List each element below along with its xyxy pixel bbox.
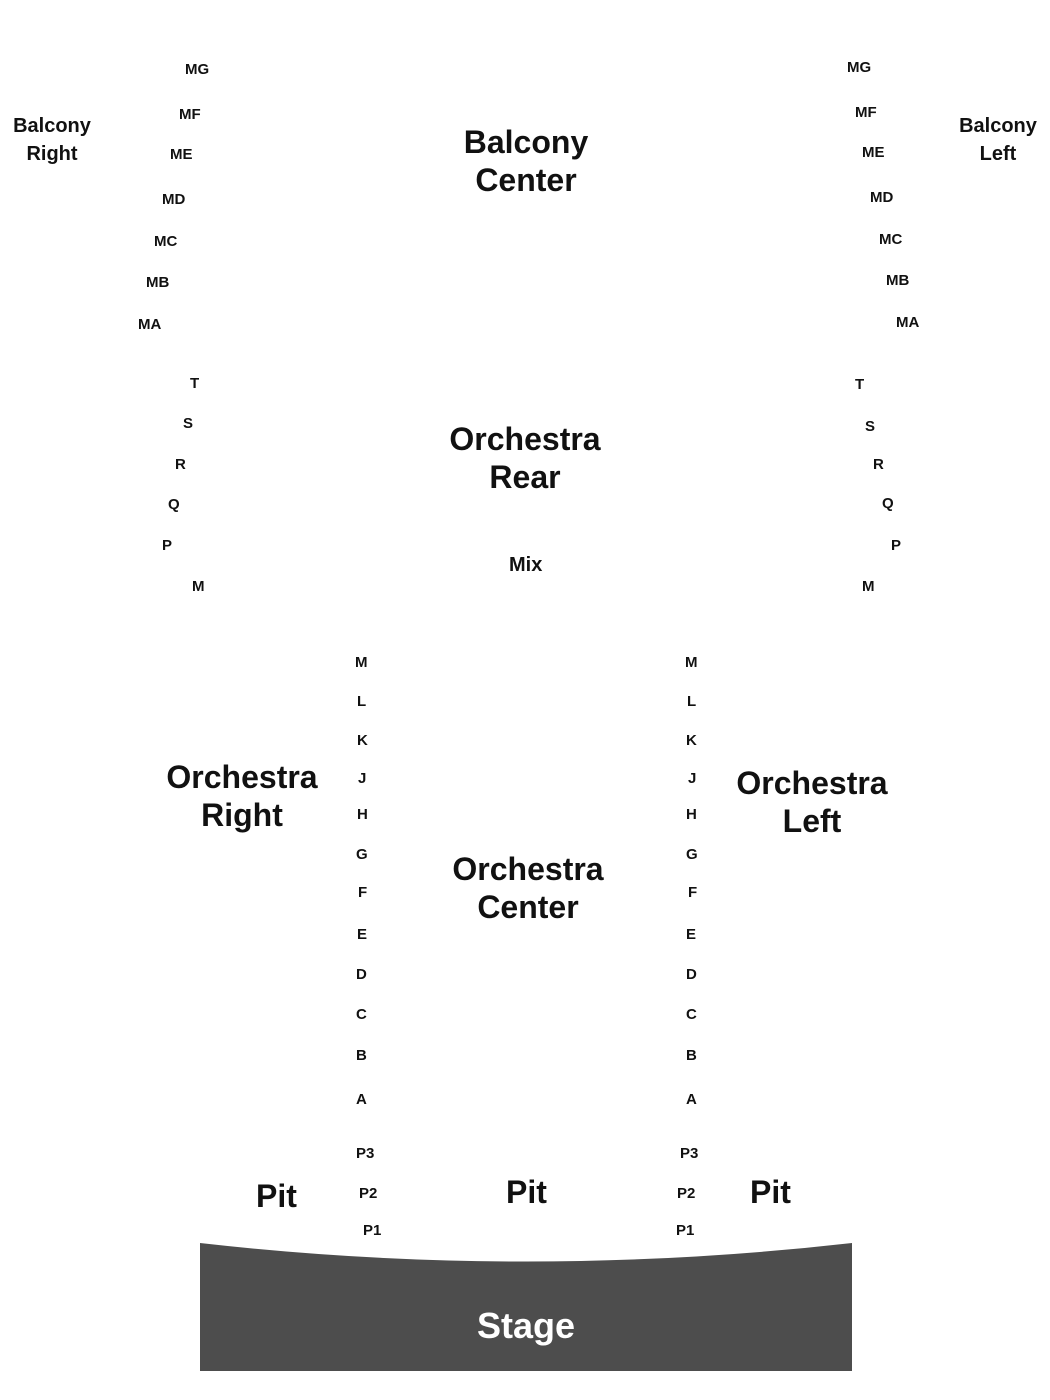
row-label: P3 xyxy=(680,1145,699,1162)
section-label-line: Right xyxy=(26,143,78,165)
section-label-line: Orchestra xyxy=(166,759,318,795)
row-label: Q xyxy=(168,496,180,513)
section-label-line: Left xyxy=(782,803,842,839)
section-orchestra-center[interactable]: Orchestra Center xyxy=(408,850,648,926)
row-label: C xyxy=(356,1006,367,1023)
row-label: P1 xyxy=(363,1222,382,1239)
row-label: MB xyxy=(886,272,910,289)
row-label: T xyxy=(190,375,200,392)
row-label: A xyxy=(356,1091,367,1108)
section-balcony-right[interactable]: Balcony Right xyxy=(2,112,102,168)
row-label: D xyxy=(356,966,367,983)
row-label: P2 xyxy=(677,1185,696,1202)
section-pit-right[interactable]: Pit xyxy=(256,1178,297,1214)
row-label: MD xyxy=(162,191,186,208)
row-label: MD xyxy=(870,189,894,206)
row-label: MG xyxy=(185,61,210,78)
row-label: P2 xyxy=(359,1185,378,1202)
row-label: MB xyxy=(146,274,170,291)
row-label: M xyxy=(355,654,368,671)
section-label-line: Orchestra xyxy=(449,421,601,457)
row-label: ME xyxy=(862,144,885,161)
section-pit-center[interactable]: Pit xyxy=(506,1174,547,1210)
row-label: E xyxy=(686,926,697,943)
row-label: ME xyxy=(170,146,193,163)
section-balcony-center[interactable]: Balcony Center xyxy=(426,123,626,199)
section-label-line: Orchestra xyxy=(452,851,604,887)
row-label: S xyxy=(183,415,194,432)
row-label: MA xyxy=(896,314,920,331)
row-label: MG xyxy=(847,59,872,76)
row-label: H xyxy=(686,806,697,823)
row-label: J xyxy=(688,770,697,787)
row-label: D xyxy=(686,966,697,983)
row-label: F xyxy=(358,884,368,901)
section-label-line: Center xyxy=(475,162,577,198)
row-label: K xyxy=(686,732,697,749)
section-orchestra-right[interactable]: Orchestra Right xyxy=(122,758,362,834)
row-label: M xyxy=(685,654,698,671)
row-label: R xyxy=(873,456,884,473)
row-label: T xyxy=(855,376,865,393)
row-label: F xyxy=(688,884,698,901)
section-orchestra-rear[interactable]: Orchestra Rear xyxy=(405,420,645,496)
section-pit-left[interactable]: Pit xyxy=(750,1174,791,1210)
row-label: H xyxy=(357,806,368,823)
row-label: L xyxy=(687,693,697,710)
section-label-line: Left xyxy=(979,143,1017,165)
row-label: MF xyxy=(179,106,201,123)
section-label-line: Balcony xyxy=(463,124,589,160)
row-label: P xyxy=(891,537,902,554)
row-label: R xyxy=(175,456,186,473)
row-label: B xyxy=(686,1047,697,1064)
row-label: P xyxy=(162,537,173,554)
row-label: C xyxy=(686,1006,697,1023)
row-label: G xyxy=(686,846,698,863)
row-label: MA xyxy=(138,316,162,333)
row-label: P1 xyxy=(676,1222,695,1239)
section-label-line: Rear xyxy=(489,459,561,495)
row-label: MF xyxy=(855,104,877,121)
row-label: P3 xyxy=(356,1145,375,1162)
row-label: G xyxy=(356,846,368,863)
section-label-line: Balcony xyxy=(959,115,1037,137)
row-label: E xyxy=(357,926,368,943)
row-label: K xyxy=(357,732,368,749)
row-label: J xyxy=(358,770,367,787)
stage-shape xyxy=(200,1243,852,1371)
row-label: MC xyxy=(879,231,903,248)
row-label: Q xyxy=(882,495,894,512)
row-label: M xyxy=(862,578,875,595)
row-label: B xyxy=(356,1047,367,1064)
row-label: MC xyxy=(154,233,178,250)
row-label: S xyxy=(865,418,876,435)
section-label-line: Orchestra xyxy=(736,765,888,801)
section-label-line: Center xyxy=(477,889,579,925)
section-balcony-left[interactable]: Balcony Left xyxy=(948,112,1048,168)
row-label: M xyxy=(192,578,205,595)
row-label: L xyxy=(357,693,367,710)
stage-label: Stage xyxy=(476,1305,576,1346)
section-label-line: Balcony xyxy=(13,115,91,137)
row-label: A xyxy=(686,1091,697,1108)
section-mix[interactable]: Mix xyxy=(509,554,543,576)
section-label-line: Right xyxy=(201,797,283,833)
section-orchestra-left[interactable]: Orchestra Left xyxy=(692,764,932,840)
